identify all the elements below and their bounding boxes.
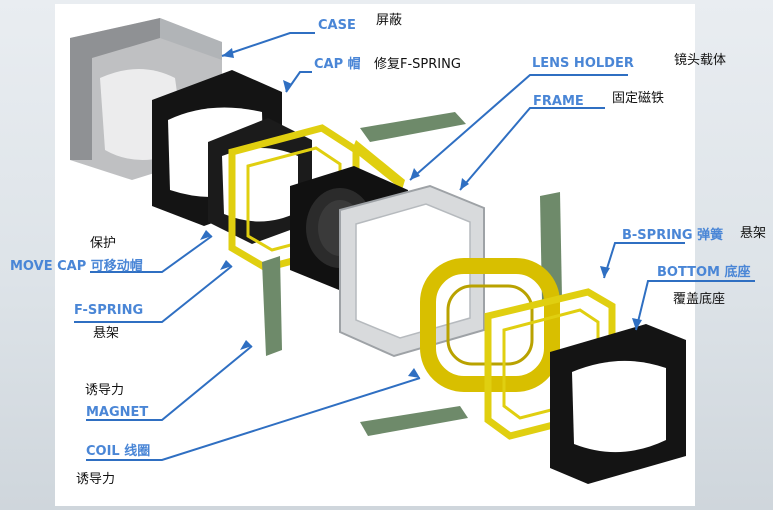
bottom-label: BOTTOM 底座 [657,265,751,280]
b-spring-label: B-SPRING 弹簧 [622,228,724,243]
leader-frame [459,107,605,191]
cap-cn-label: 修复F-SPRING [374,57,461,72]
leader-cap [285,71,312,93]
leader-f-spring [74,265,233,323]
b-spring-cn-label: 悬架 [740,226,767,241]
magnet-cn-label: 诱导力 [85,383,125,398]
frame-label: FRAME [533,94,584,109]
bottom-cn-label: 覆盖底座 [673,292,726,307]
lens-holder-label: LENS HOLDER [532,56,634,71]
bottom-part [550,324,686,484]
leader-lines [74,32,755,461]
leader-magnet [86,345,253,421]
leader-lens-holder [409,74,628,181]
f-spring-label: F-SPRING [74,303,144,318]
coil-label: COIL 线圈 [86,444,151,459]
move-cap-label: MOVE CAP 可移动帽 [10,259,143,274]
case-cn-label: 屏蔽 [376,13,403,28]
f-spring-cn-label: 悬架 [93,326,120,341]
cap-label: CAP 帽 [314,57,361,72]
leader-coil [86,377,421,461]
leader-move-cap [90,235,213,273]
lens-holder-cn-label: 镜头载体 [674,53,727,68]
magnet-label: MAGNET [86,405,149,420]
coil-cn-label: 诱导力 [76,472,116,487]
leader-arrowheads [200,48,642,378]
frame-cn-label: 固定磁铁 [612,91,665,106]
case-label: CASE [318,18,356,33]
magnet-parts [262,112,562,436]
leader-case [221,32,315,57]
move-cap-cn-label: 保护 [90,236,117,251]
leader-b-spring [603,242,685,279]
leader-bottom [635,280,755,331]
